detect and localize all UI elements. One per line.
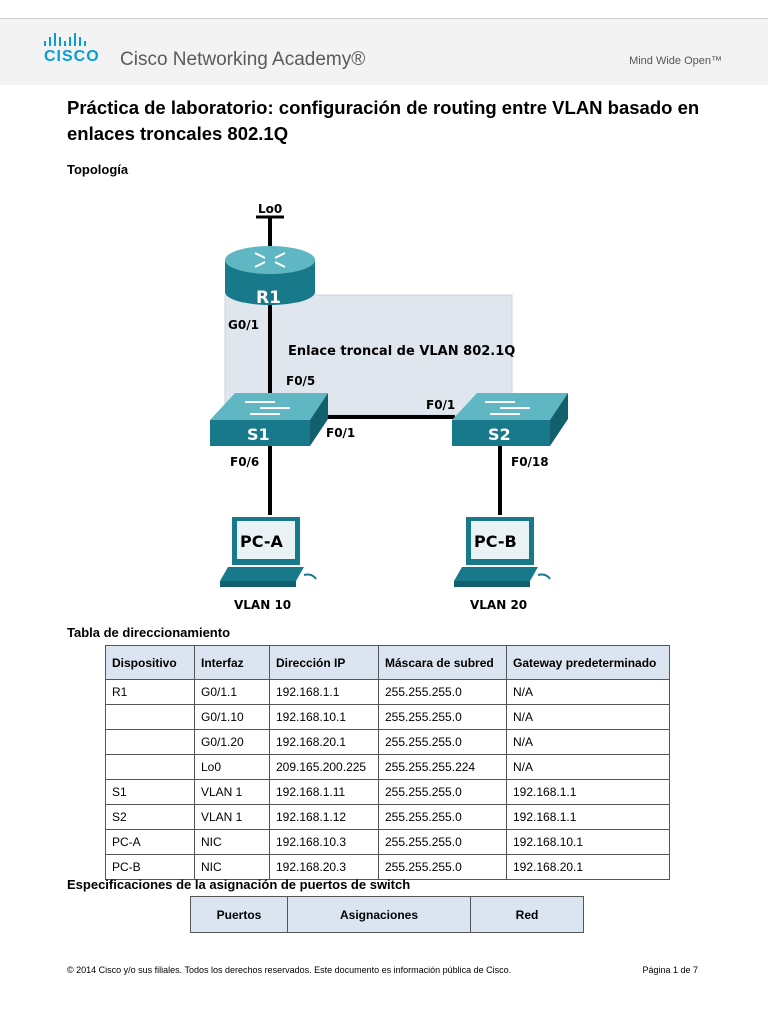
copyright-footer: © 2014 Cisco y/o sus filiales. Todos los… [67,965,512,975]
col-header: Máscara de subred [378,645,507,680]
page-title: Práctica de laboratorio: configuración d… [67,97,700,144]
addressing-heading: Tabla de direccionamiento [67,625,231,640]
table-cell: 192.168.1.12 [269,804,379,830]
router-label: R1 [256,288,281,308]
table-cell: NIC [194,854,270,880]
table-cell: G0/1.1 [194,679,270,705]
table-cell: 255.255.255.224 [378,754,507,780]
table-cell: PC-A [105,829,195,855]
topology-heading: Topología [67,162,129,177]
col-header: Red [470,896,584,933]
header-top-rule [0,18,768,19]
s2-port-left-label: F0/1 [426,398,455,412]
col-header: Dirección IP [269,645,379,680]
table-cell [105,704,195,730]
table-cell: 255.255.255.0 [378,804,507,830]
col-header: Dispositivo [105,645,195,680]
table-cell: 192.168.1.1 [269,679,379,705]
s1-port-right-label: F0/1 [326,426,355,440]
table-cell: N/A [506,704,670,730]
table-cell: G0/1.20 [194,729,270,755]
table-cell: G0/1.10 [194,704,270,730]
table-cell: S2 [105,804,195,830]
vlan-a-label: VLAN 10 [234,598,291,612]
table-cell: 255.255.255.0 [378,729,507,755]
table-cell: N/A [506,679,670,705]
s1-port-down-label: F0/6 [230,455,259,469]
col-header: Asignaciones [287,896,471,933]
ports-header-row: Puertos Asignaciones Red [190,896,584,933]
table-cell: 255.255.255.0 [378,829,507,855]
table-cell: 192.168.10.1 [506,829,670,855]
table-cell: 192.168.1.11 [269,779,379,805]
table-cell: PC-B [105,854,195,880]
table-cell: S1 [105,779,195,805]
table-cell: 255.255.255.0 [378,779,507,805]
table-cell: VLAN 1 [194,779,270,805]
academy-name: Cisco Networking Academy® [120,49,366,70]
table-cell: 209.165.200.225 [269,754,379,780]
table-cell: 192.168.10.3 [269,829,379,855]
pc-a-icon: PC-A [220,517,317,587]
addressing-table: Dispositivo Interfaz Dirección IP Máscar… [105,645,670,880]
table-cell [105,754,195,780]
s2-label: S2 [488,425,511,444]
addressing-header-row: Dispositivo Interfaz Dirección IP Máscar… [105,645,670,680]
loopback-label: Lo0 [258,202,282,216]
cisco-wordmark: CISCO [44,48,100,65]
router-r1-icon: R1 [225,246,315,308]
pca-label: PC-A [240,532,283,551]
port-assignment-table: Puertos Asignaciones Red [190,896,584,933]
router-port-label: G0/1 [228,318,259,332]
table-cell: 192.168.20.1 [269,729,379,755]
table-cell: NIC [194,829,270,855]
table-cell: R1 [105,679,195,705]
cisco-bars-icon [44,32,100,46]
table-cell: 255.255.255.0 [378,704,507,730]
vlan-b-label: VLAN 20 [470,598,527,612]
switch-s2-icon: S2 [452,393,568,446]
pc-b-icon: PC-B [454,517,551,587]
pcb-label: PC-B [474,532,517,551]
table-cell: VLAN 1 [194,804,270,830]
table-cell: 255.255.255.0 [378,679,507,705]
table-cell: 192.168.1.1 [506,779,670,805]
s1-port-up-label: F0/5 [286,374,315,388]
table-cell [105,729,195,755]
page-number: Página 1 de 7 [642,965,698,975]
table-cell: 192.168.1.1 [506,804,670,830]
table-cell: 192.168.10.1 [269,704,379,730]
table-cell: 192.168.20.3 [269,854,379,880]
switch-s1-icon: S1 [210,393,328,446]
s1-label: S1 [247,425,270,444]
tagline: Mind Wide Open™ [629,55,722,67]
table-cell: N/A [506,729,670,755]
trunk-label: Enlace troncal de VLAN 802.1Q [288,344,515,359]
col-header: Gateway predeterminado [506,645,670,680]
col-header: Puertos [190,896,288,933]
table-cell: N/A [506,754,670,780]
page-header [0,19,768,85]
topology-diagram: Lo0 R1 G0/1 Enlace troncal de VLAN 802.1… [210,202,568,612]
s2-port-down-label: F0/18 [511,455,549,469]
ports-heading: Especificaciones de la asignación de pue… [67,877,411,892]
cisco-logo: CISCO [44,32,100,66]
table-cell: Lo0 [194,754,270,780]
col-header: Interfaz [194,645,270,680]
table-cell: 192.168.20.1 [506,854,670,880]
table-cell: 255.255.255.0 [378,854,507,880]
